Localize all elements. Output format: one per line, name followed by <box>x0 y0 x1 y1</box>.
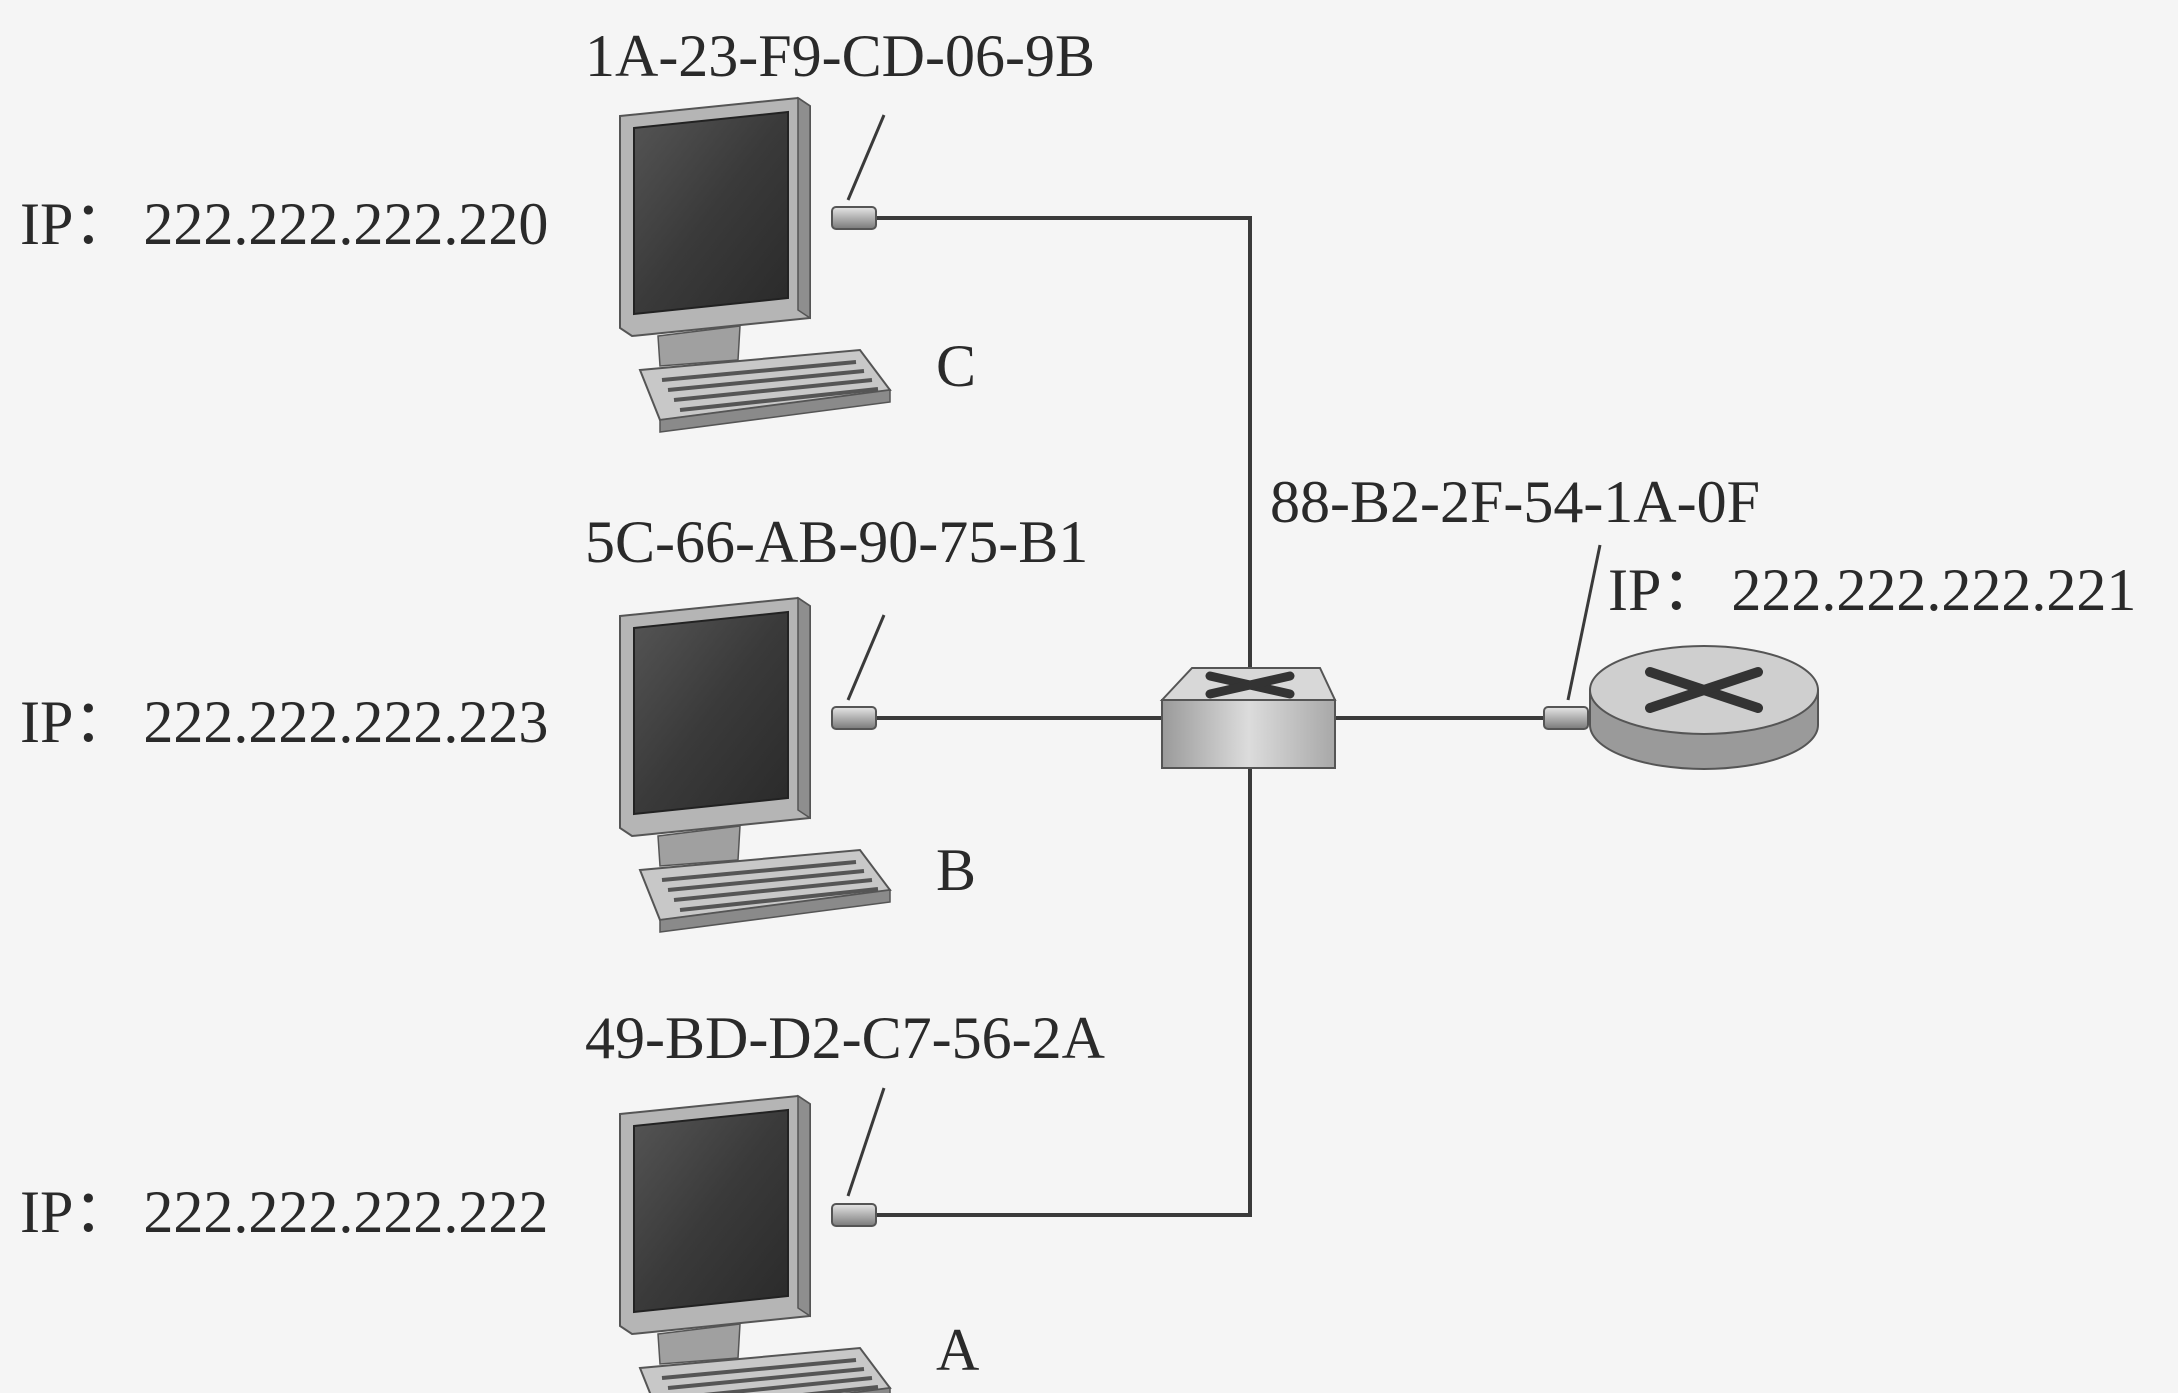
host-a-ip: IP：222.222.222.222 <box>20 1179 548 1245</box>
mac-leader-line <box>1566 544 1602 701</box>
desktop-computer-icon <box>618 596 892 934</box>
ip-label: IP： <box>20 689 133 755</box>
ip-value: 222.222.222.220 <box>143 191 548 257</box>
ip-label: IP： <box>20 191 133 257</box>
host-c-name: C <box>936 333 976 399</box>
mac-leader-line <box>846 614 886 701</box>
router-icon <box>1589 645 1819 770</box>
desktop-computer-icon <box>618 1094 892 1393</box>
desktop-computer-icon <box>618 96 892 434</box>
host-c-ip: IP：222.222.222.220 <box>20 191 548 257</box>
router: 88-B2-2F-54-1A-0F IP：222.222.222.221 <box>1270 469 2136 770</box>
host-b-mac: 5C-66-AB-90-75-B1 <box>585 509 1088 575</box>
network-port <box>831 1203 877 1227</box>
network-port <box>1543 706 1589 730</box>
host-b-ip: IP：222.222.222.223 <box>20 689 548 755</box>
router-mac: 88-B2-2F-54-1A-0F <box>1270 469 1760 535</box>
host-a: 49-BD-D2-C7-56-2A IP：222.222.222.222 A <box>20 1005 1105 1393</box>
ip-value: 222.222.222.221 <box>1731 557 2136 623</box>
ip-label: IP： <box>20 1179 133 1245</box>
host-c-mac: 1A-23-F9-CD-06-9B <box>585 23 1095 89</box>
network-port <box>831 706 877 730</box>
mac-leader-line <box>846 1087 886 1197</box>
link-a-switch <box>875 768 1252 1217</box>
ip-value: 222.222.222.222 <box>143 1179 548 1245</box>
network-links <box>875 216 1548 1217</box>
host-b: 5C-66-AB-90-75-B1 IP：222.222.222.223 B <box>20 509 1088 934</box>
link-c-switch <box>875 216 1252 668</box>
switch-icon <box>1159 667 1337 769</box>
host-c: 1A-23-F9-CD-06-9B IP：222.222.222.220 C <box>20 23 1095 434</box>
network-port <box>831 206 877 230</box>
host-a-name: A <box>936 1317 979 1383</box>
ip-label: IP： <box>1608 557 1721 623</box>
mac-leader-line <box>846 114 886 201</box>
ip-value: 222.222.222.223 <box>143 689 548 755</box>
switch <box>1159 667 1337 769</box>
router-ip: IP：222.222.222.221 <box>1608 557 2136 623</box>
host-a-mac: 49-BD-D2-C7-56-2A <box>585 1005 1105 1071</box>
host-b-name: B <box>936 837 976 903</box>
